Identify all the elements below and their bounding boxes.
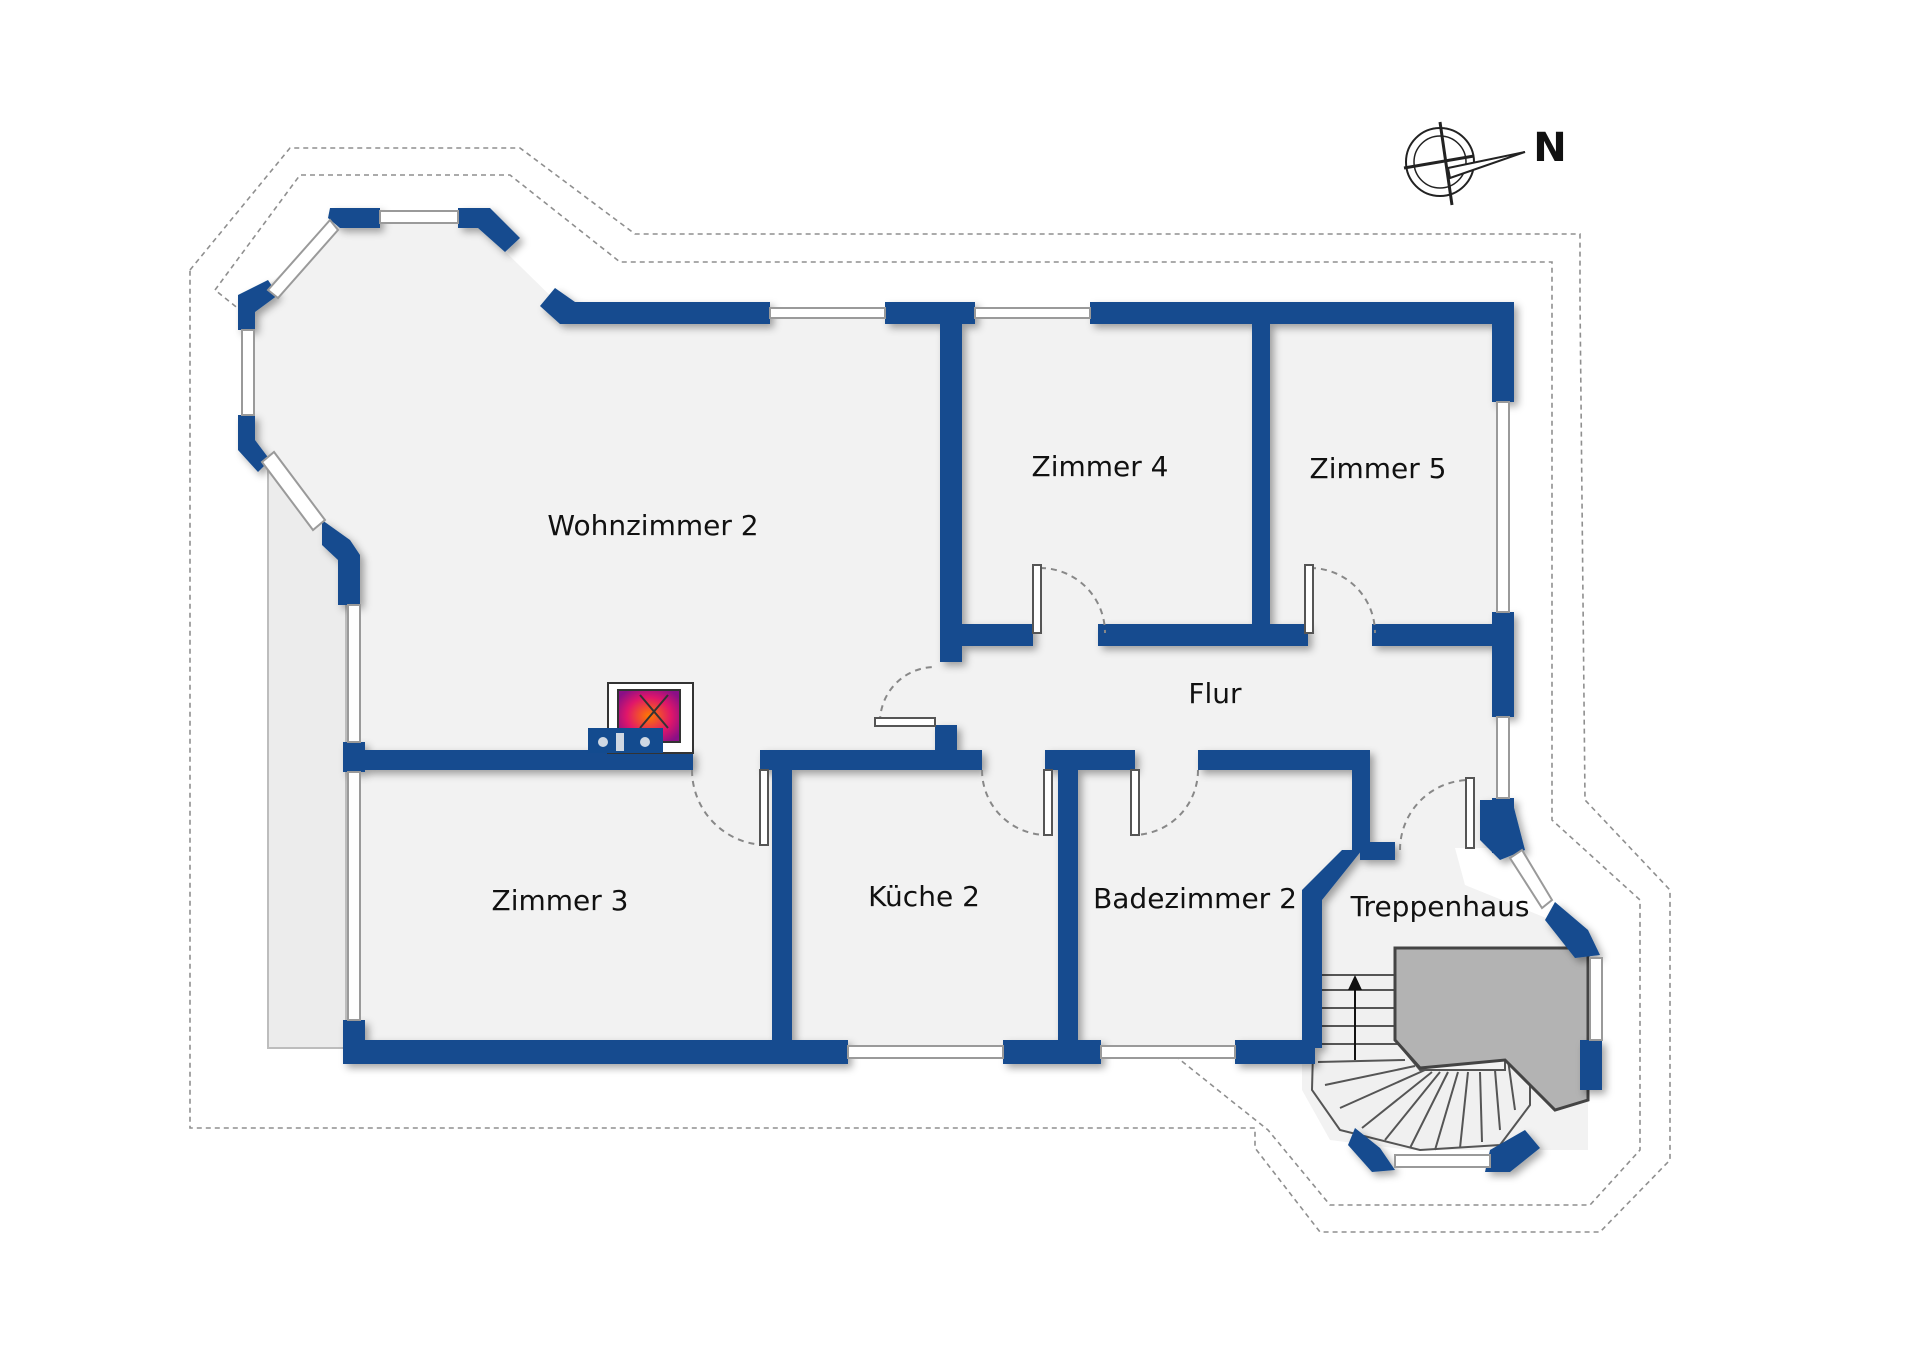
doors — [691, 564, 1475, 851]
room-label-badezimmer2: Badezimmer 2 — [1093, 882, 1297, 915]
windows — [241, 210, 1603, 1168]
room-label-wohnzimmer2: Wohnzimmer 2 — [547, 509, 758, 542]
room-label-flur: Flur — [1188, 677, 1242, 710]
room-label-zimmer5: Zimmer 5 — [1310, 452, 1447, 485]
compass: N — [1403, 121, 1567, 206]
stair-void — [1393, 946, 1590, 1112]
room-label-zimmer3: Zimmer 3 — [492, 884, 629, 917]
fireplace — [588, 682, 694, 754]
stairwell — [1310, 946, 1590, 1152]
room-label-treppenhaus: Treppenhaus — [1350, 890, 1530, 923]
terrace-strip — [267, 469, 347, 1049]
stair-direction-arrow-icon — [1348, 975, 1362, 1060]
roof-outline — [189, 147, 1671, 1233]
room-label-zimmer4: Zimmer 4 — [1032, 450, 1169, 483]
room-label-kueche2: Küche 2 — [868, 880, 980, 913]
north-arrow-icon — [1403, 121, 1526, 206]
floor-area — [242, 215, 1588, 1150]
north-label: N — [1533, 125, 1566, 171]
walls — [238, 208, 1602, 1172]
